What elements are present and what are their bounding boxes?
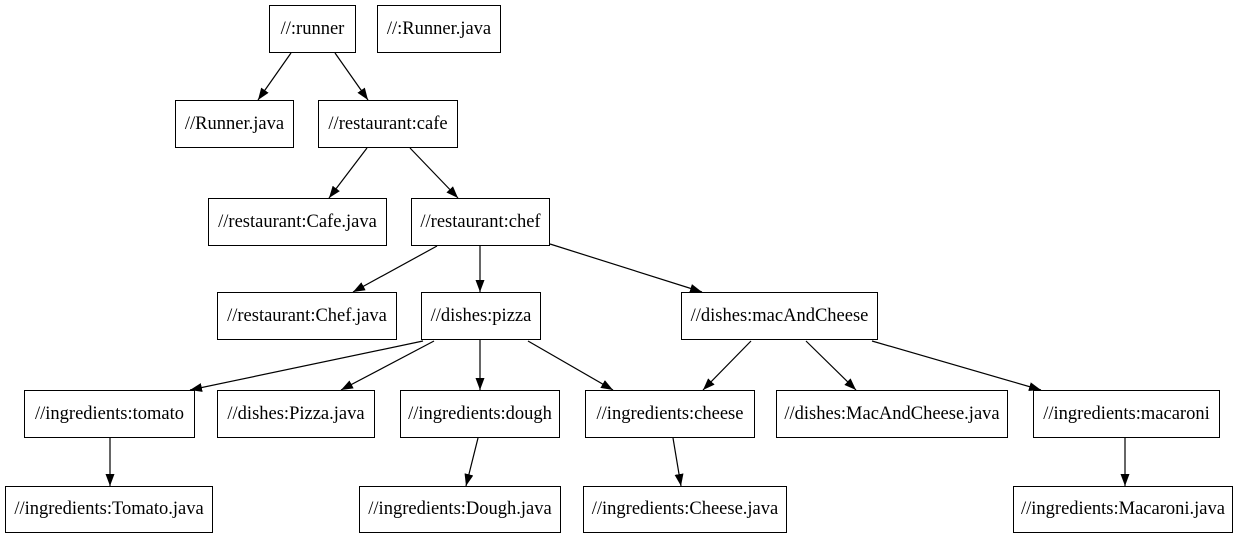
graph-node-cheese: //ingredients:cheese <box>585 390 755 438</box>
edge-runner-to-cafe <box>334 52 369 101</box>
graph-node-cafe-java: //restaurant:Cafe.java <box>208 198 387 246</box>
edge-cafe-to-chef <box>409 147 459 199</box>
graph-node-mac-and-cheese-java: //dishes:MacAndCheese.java <box>776 390 1008 438</box>
graph-node-chef-java: //restaurant:Chef.java <box>217 292 397 340</box>
edge-pizza-to-tomato <box>189 340 424 392</box>
graph-node-macaroni: //ingredients:macaroni <box>1033 390 1220 438</box>
graph-node-dough-java: //ingredients:Dough.java <box>359 486 561 533</box>
edge-cafe-to-cafe-java <box>328 147 368 199</box>
graph-node-cafe: //restaurant:cafe <box>318 100 458 148</box>
edge-runner-to-runner-java <box>257 52 292 101</box>
graph-node-tomato-java: //ingredients:Tomato.java <box>5 486 213 533</box>
edge-pizza-to-pizza-java <box>340 340 435 391</box>
graph-node-pizza-java: //dishes:Pizza.java <box>217 390 375 438</box>
graph-node-chef: //restaurant:chef <box>411 198 550 246</box>
graph-node-runner-java: //Runner.java <box>175 100 294 148</box>
edge-chef-to-mac-and-cheese <box>549 243 703 293</box>
edge-chef-to-chef-java <box>352 245 438 293</box>
graph-node-dough: //ingredients:dough <box>400 390 560 438</box>
edge-pizza-to-cheese <box>527 340 614 391</box>
graph-node-runner: //:runner <box>269 5 356 53</box>
edge-cheese-to-cheese-java <box>672 437 684 487</box>
graph-node-mac-and-cheese: //dishes:macAndCheese <box>681 292 878 340</box>
edge-dough-to-dough-java <box>464 437 479 487</box>
edge-mac-and-cheese-to-macaroni <box>871 340 1042 391</box>
edge-mac-and-cheese-to-cheese <box>702 340 752 391</box>
graph-node-cheese-java: //ingredients:Cheese.java <box>583 486 787 533</box>
graph-node-tomato: //ingredients:tomato <box>24 390 195 438</box>
graph-node-runner-java-src: //:Runner.java <box>377 5 501 53</box>
edge-mac-and-cheese-to-mac-and-cheese-java <box>805 340 857 391</box>
graph-node-pizza: //dishes:pizza <box>421 292 541 340</box>
graph-node-macaroni-java: //ingredients:Macaroni.java <box>1013 486 1233 533</box>
